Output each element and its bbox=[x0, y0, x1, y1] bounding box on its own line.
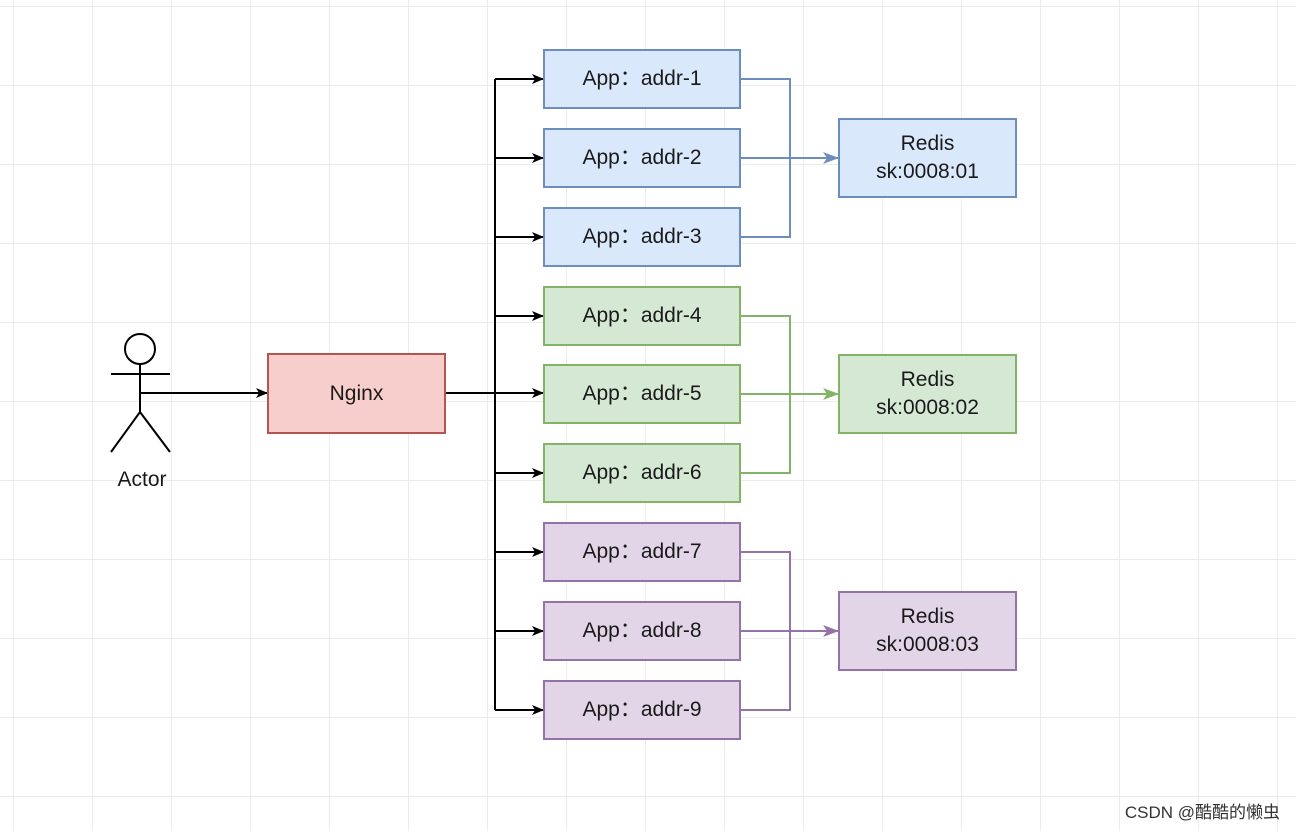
redis-title: Redis bbox=[900, 605, 955, 628]
app-label: App：addr-9 bbox=[582, 698, 702, 721]
app-box-6[interactable]: App：addr-6 bbox=[543, 443, 741, 503]
watermark-text: CSDN @酷酷的懒虫 bbox=[1124, 803, 1280, 822]
app-label: App：addr-3 bbox=[582, 225, 702, 248]
actor-figure bbox=[110, 333, 171, 453]
app-label: App：addr-8 bbox=[582, 619, 702, 642]
app-label: App：addr-4 bbox=[582, 304, 702, 327]
redis-box-2[interactable]: Redis sk:0008:02 bbox=[838, 354, 1017, 434]
nginx-to-app-arrows bbox=[495, 74, 544, 715]
redis-box-3[interactable]: Redis sk:0008:03 bbox=[838, 591, 1017, 671]
app-box-8[interactable]: App：addr-8 bbox=[543, 601, 741, 661]
redis-title: Redis bbox=[900, 368, 955, 391]
redis-key: sk:0008:01 bbox=[876, 160, 979, 183]
redis-key: sk:0008:02 bbox=[876, 396, 979, 419]
app-box-9[interactable]: App：addr-9 bbox=[543, 680, 741, 740]
app-label: App：addr-7 bbox=[582, 540, 702, 563]
app-box-7[interactable]: App：addr-7 bbox=[543, 522, 741, 582]
redis-key: sk:0008:03 bbox=[876, 633, 979, 656]
app-box-3[interactable]: App：addr-3 bbox=[543, 207, 741, 267]
nginx-box[interactable]: Nginx bbox=[267, 353, 446, 434]
actor-left-leg bbox=[110, 411, 141, 453]
actor-head bbox=[124, 333, 156, 365]
nginx-label: Nginx bbox=[329, 381, 384, 405]
app-label: App：addr-5 bbox=[582, 382, 702, 405]
green-group-connectors bbox=[741, 315, 839, 474]
app-box-2[interactable]: App：addr-2 bbox=[543, 128, 741, 188]
app-box-5[interactable]: App：addr-5 bbox=[543, 364, 741, 424]
app-box-1[interactable]: App：addr-1 bbox=[543, 49, 741, 109]
purple-group-connectors bbox=[741, 551, 839, 711]
actor-label: Actor bbox=[117, 468, 167, 491]
actor-right-leg bbox=[139, 411, 171, 453]
app-label: App：addr-2 bbox=[582, 146, 702, 169]
redis-box-1[interactable]: Redis sk:0008:01 bbox=[838, 118, 1017, 198]
app-box-4[interactable]: App：addr-4 bbox=[543, 286, 741, 346]
app-label: App：addr-1 bbox=[582, 67, 702, 90]
app-label: App：addr-6 bbox=[582, 461, 702, 484]
blue-group-connectors bbox=[741, 78, 839, 238]
redis-title: Redis bbox=[900, 132, 955, 155]
